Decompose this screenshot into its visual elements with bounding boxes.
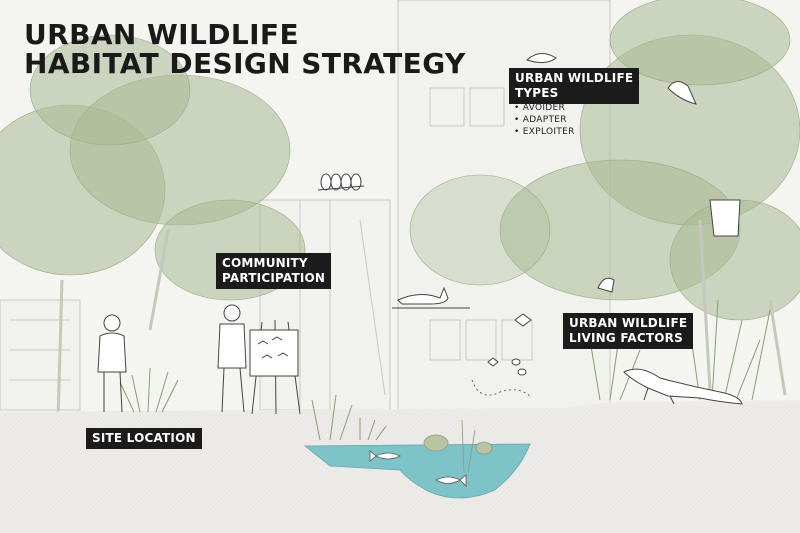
label-community-line-1: COMMUNITY: [222, 256, 308, 270]
butterfly-icon: [487, 313, 532, 367]
title-line-2: HABITAT DESIGN STRATEGY: [24, 47, 466, 80]
list-item: AVOIDER: [514, 102, 575, 114]
label-living-factors-line-2: LIVING FACTORS: [569, 331, 683, 345]
lizard-icon: [623, 368, 743, 405]
easel-board-icon: [249, 319, 301, 415]
squirrel-icon: [597, 277, 615, 293]
beehive-icon: [709, 199, 741, 237]
title-line-1: URBAN WILDLIFE: [24, 18, 299, 51]
label-community-line-2: PARTICIPATION: [222, 271, 326, 285]
list-item: EXPLOITER: [514, 126, 575, 138]
reed-grass-icon: [119, 299, 771, 441]
list-item: ADAPTER: [514, 114, 575, 126]
bee-icon: [511, 358, 527, 376]
label-wildlife-types-line-2: TYPES: [515, 86, 559, 100]
bird-icon: [526, 53, 697, 105]
pond: [303, 443, 531, 499]
person-icon: [97, 304, 247, 413]
lily-pad-icon: [423, 419, 493, 473]
label-wildlife-types-line-1: URBAN WILDLIFE: [515, 71, 634, 85]
cat-icon: [392, 286, 470, 309]
label-site-location: SITE LOCATION: [86, 428, 202, 449]
wildlife-types-list: AVOIDER ADAPTER EXPLOITER: [514, 102, 575, 138]
fish-icon: [369, 450, 467, 487]
label-community-participation: COMMUNITY PARTICIPATION: [216, 253, 332, 289]
label-living-factors: URBAN WILDLIFE LIVING FACTORS: [563, 313, 694, 349]
label-site-location-text: SITE LOCATION: [92, 431, 196, 445]
label-wildlife-types: URBAN WILDLIFE TYPES: [509, 68, 640, 104]
page-title: URBAN WILDLIFE HABITAT DESIGN STRATEGY: [24, 20, 466, 78]
label-living-factors-line-1: URBAN WILDLIFE: [569, 316, 688, 330]
sparrows-on-branch-icon: [317, 173, 365, 191]
